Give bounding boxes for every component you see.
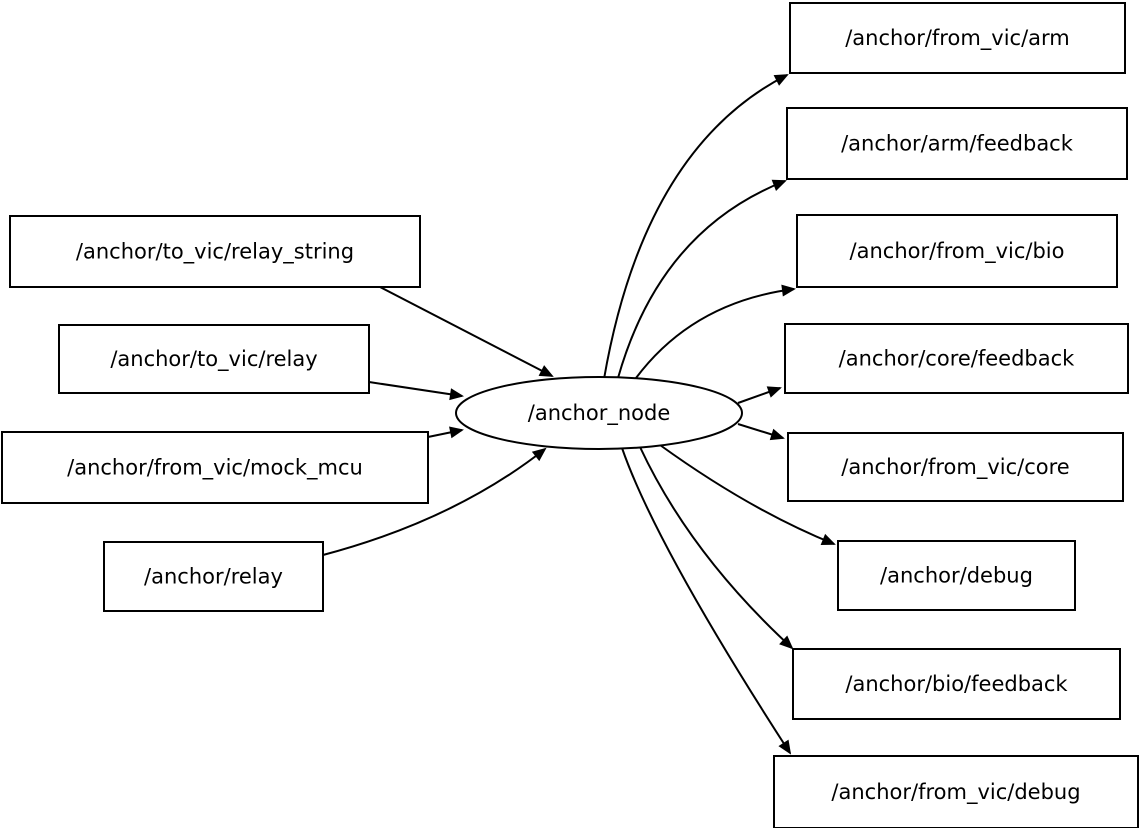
node-box-from_vic_bio xyxy=(796,214,1118,288)
node-box-from_vic_mock_mcu xyxy=(1,431,429,504)
node-box-from_vic_arm xyxy=(789,2,1126,74)
node-label-arm_feedback: /anchor/arm/feedback xyxy=(841,132,1074,156)
node-box-from_vic_debug xyxy=(773,755,1139,828)
graph-node-arm_feedback: /anchor/arm/feedback xyxy=(786,107,1128,180)
node-box-to_vic_relay_string xyxy=(9,215,421,288)
edge-from_vic_mock_mcu-to-anchor_node xyxy=(427,426,464,439)
edge-anchor_node-to-core_feedback xyxy=(737,386,782,404)
graph-node-to_vic_relay: /anchor/to_vic/relay xyxy=(58,324,370,394)
graph-node-from_vic_mock_mcu: /anchor/from_vic/mock_mcu xyxy=(1,431,429,504)
node-box-to_vic_relay xyxy=(58,324,370,394)
node-label-anchor_node: /anchor_node xyxy=(528,401,671,426)
graph-node-from_vic_arm: /anchor/from_vic/arm xyxy=(789,2,1126,74)
node-label-relay: /anchor/relay xyxy=(144,565,283,589)
node-label-to_vic_relay: /anchor/to_vic/relay xyxy=(110,347,317,372)
node-label-from_vic_bio: /anchor/from_vic/bio xyxy=(850,239,1065,264)
node-label-from_vic_core: /anchor/from_vic/core xyxy=(841,455,1069,480)
node-box-relay xyxy=(103,541,324,612)
edge-anchor_node-to-from_vic_bio xyxy=(635,284,796,379)
node-label-bio_feedback: /anchor/bio/feedback xyxy=(845,672,1068,696)
node-box-bio_feedback xyxy=(792,648,1121,720)
node-box-arm_feedback xyxy=(786,107,1128,180)
node-label-from_vic_mock_mcu: /anchor/from_vic/mock_mcu xyxy=(67,456,363,481)
node-label-from_vic_debug: /anchor/from_vic/debug xyxy=(831,780,1080,805)
graph-node-core_feedback: /anchor/core/feedback xyxy=(784,323,1129,394)
edge-anchor_node-to-arm_feedback xyxy=(617,179,787,379)
node-label-core_feedback: /anchor/core/feedback xyxy=(839,347,1076,371)
edge-anchor_node-to-from_vic_debug xyxy=(621,447,792,755)
graph-node-from_vic_debug: /anchor/from_vic/debug xyxy=(773,755,1139,828)
edge-anchor_node-to-debug xyxy=(659,444,836,546)
node-ellipse-anchor_node xyxy=(455,376,743,450)
graph-node-anchor_node: /anchor_node xyxy=(455,376,743,450)
edge-anchor_node-to-bio_feedback xyxy=(639,446,794,650)
node-label-from_vic_arm: /anchor/from_vic/arm xyxy=(845,26,1070,51)
graph-node-debug: /anchor/debug xyxy=(837,540,1076,611)
edge-to_vic_relay_string-to-anchor_node xyxy=(379,286,554,377)
edge-to_vic_relay-to-anchor_node xyxy=(368,381,464,401)
node-box-from_vic_core xyxy=(787,432,1124,502)
edge-anchor_node-to-from_vic_arm xyxy=(603,74,789,380)
graph-node-bio_feedback: /anchor/bio/feedback xyxy=(792,648,1121,720)
node-box-debug xyxy=(837,540,1076,611)
graph-node-from_vic_core: /anchor/from_vic/core xyxy=(787,432,1124,502)
edge-relay-to-anchor_node xyxy=(322,447,547,556)
graph-node-to_vic_relay_string: /anchor/to_vic/relay_string xyxy=(9,215,421,288)
edge-anchor_node-to-from_vic_core xyxy=(737,423,785,441)
graph-node-relay: /anchor/relay xyxy=(103,541,324,612)
node-box-core_feedback xyxy=(784,323,1129,394)
node-label-to_vic_relay_string: /anchor/to_vic/relay_string xyxy=(76,240,354,265)
node-label-debug: /anchor/debug xyxy=(880,564,1033,588)
graph-node-from_vic_bio: /anchor/from_vic/bio xyxy=(796,214,1118,288)
edges-layer xyxy=(322,74,836,755)
